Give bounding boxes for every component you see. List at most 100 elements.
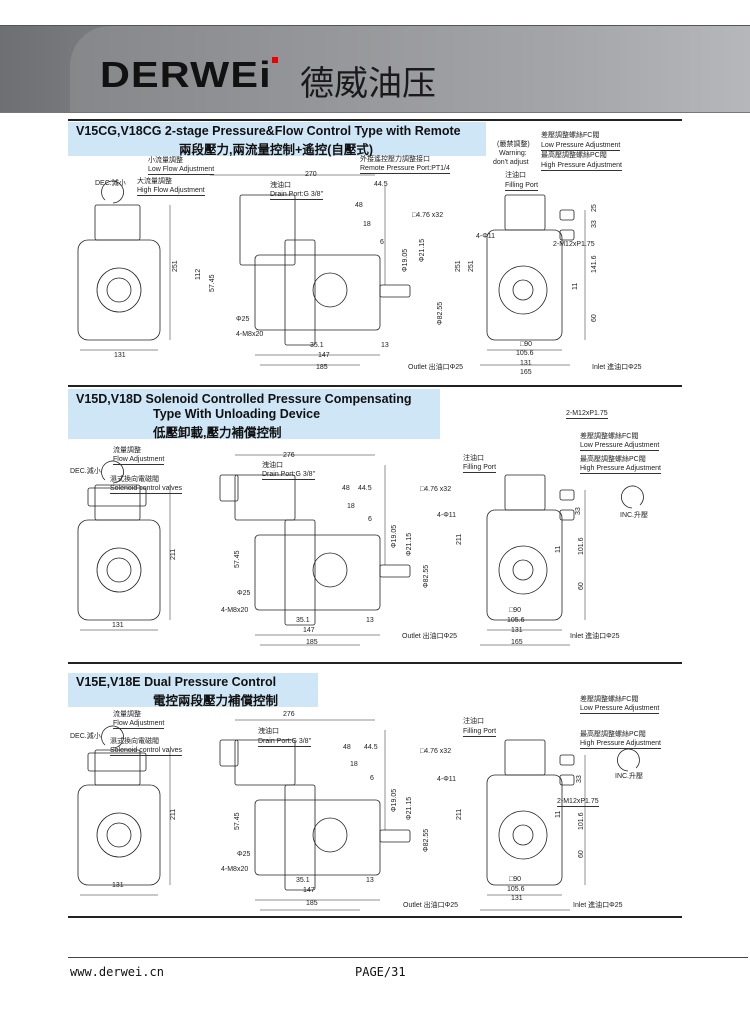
label-d101: 101.6: [578, 537, 585, 555]
label-d211a: 211: [456, 533, 463, 545]
label-flow-zh: 流量調整: [113, 711, 141, 718]
end-view-shaft: [512, 279, 534, 301]
label-flow-en: Flow Adjustment: [113, 456, 165, 465]
side-view-port: [312, 552, 348, 588]
label-d33: 33: [591, 220, 598, 228]
label-d185: 185: [316, 364, 328, 371]
label-phi21: Φ21.15: [406, 796, 413, 820]
label-d147: 147: [318, 352, 330, 359]
label-phi25: Φ25: [236, 316, 250, 323]
section-3-title-zh: 電控兩段壓力補償控制: [153, 694, 279, 708]
label-d276: 276: [283, 711, 295, 718]
side-view-solenoid-coil: [219, 739, 239, 767]
label-d18: 18: [347, 503, 355, 510]
label-highp-en: High Pressure Adjustment: [580, 740, 661, 749]
label-d276: 276: [283, 452, 295, 459]
label-flow-zh: 流量調整: [113, 447, 141, 454]
label-holes: 4-Φ11: [476, 233, 496, 240]
label-d25: 25: [591, 204, 598, 212]
label-sq90: □90: [509, 876, 522, 883]
side-view-valve-stack: [234, 474, 296, 521]
label-fill-en: Filling Port: [463, 464, 497, 473]
label-sq90: □90: [509, 607, 522, 614]
end-view-filling-block: [504, 194, 546, 231]
label-d131b: 131: [511, 627, 523, 634]
brand-logo-accent: [272, 57, 278, 63]
front-view-valve-block: [94, 749, 141, 786]
footer-website[interactable]: www.derwei.cn: [70, 965, 164, 979]
label-phi21: Φ21.15: [419, 238, 426, 262]
side-view-port: [312, 272, 348, 308]
label-highp-zh: 最高壓調整螺絲PC閥: [541, 152, 607, 159]
end-view-filling-block: [504, 474, 546, 511]
label-sol-zh: 濕式換向電磁閥: [110, 476, 159, 483]
front-view-valve-block: [94, 204, 141, 241]
label-bolt: 4-M8x20: [221, 607, 249, 614]
label-inlet: Inlet 進油口Φ25: [592, 364, 642, 371]
label-lowp-zh: 差壓調整螺絲FC閥: [580, 433, 639, 440]
end-view-adjust-screw: [559, 229, 575, 241]
section-divider: [68, 385, 682, 387]
front-view-shaft-hole: [106, 822, 132, 848]
section-2-title-zh: 低壓卸載,壓力補償控制: [153, 426, 282, 440]
footer-page-number: PAGE/31: [355, 965, 406, 979]
label-d13: 13: [381, 342, 389, 349]
end-view-adjust-screw: [559, 754, 575, 766]
label-d141: 141.6: [591, 255, 598, 273]
side-view-flange: [284, 239, 316, 346]
front-view-port: [96, 547, 142, 593]
label-lowp-en: Low Pressure Adjustment: [580, 442, 660, 451]
label-d13: 13: [366, 877, 374, 884]
label-holes: 4-Φ11: [437, 512, 457, 519]
label-drain-en: Drain Port:G 3/8": [262, 471, 316, 480]
label-drain-en: Drain Port:G 3/8": [258, 738, 312, 747]
label-d165: 165: [511, 639, 523, 646]
label-outlet: Outlet 出油口Φ25: [403, 902, 458, 909]
side-view-body: [254, 799, 381, 876]
label-inlet: Inlet 進油口Φ25: [573, 902, 623, 909]
label-d11: 11: [572, 282, 579, 290]
front-view-body: [77, 784, 161, 886]
side-view-body: [254, 534, 381, 611]
front-view-body: [77, 519, 161, 621]
label-lowp-en: Low Pressure Adjustment: [580, 705, 660, 714]
front-view-solenoid: [87, 752, 147, 772]
front-view-port: [96, 812, 142, 858]
label-d251c: 251: [468, 260, 475, 272]
side-view-valve-stack: [234, 739, 296, 786]
label-sol-en: Solenoid control valves: [110, 747, 182, 756]
label-d211b: 211: [170, 548, 177, 560]
label-d112: 112: [195, 268, 202, 280]
rotation-arrow-icon: [101, 725, 124, 749]
label-d60: 60: [591, 314, 598, 322]
label-d105: 105.6: [507, 886, 525, 893]
label-flow-en: Flow Adjustment: [113, 720, 165, 729]
label-d270: 270: [305, 171, 317, 178]
label-d57: 57.45: [234, 550, 241, 568]
label-dec: DEC.減小: [70, 468, 101, 475]
label-d147: 147: [303, 627, 315, 634]
label-drain-zh: 洩油口: [270, 182, 291, 189]
label-bolt: 4-M8x20: [221, 866, 249, 873]
label-warn-zh: (嚴禁調整): [497, 141, 530, 148]
label-phi19: Φ19.05: [402, 248, 409, 272]
label-sol-en: Solenoid control valves: [110, 485, 182, 494]
label-fill-en: Filling Port: [505, 182, 539, 191]
section-2-title-en-2: Type With Unloading Device: [153, 407, 321, 421]
label-d48: 48: [342, 485, 350, 492]
front-view-body: [77, 239, 161, 341]
banner-swoosh: [70, 26, 750, 112]
label-high-flow-en: High Flow Adjustment: [137, 187, 205, 196]
label-d18: 18: [363, 221, 371, 228]
label-d48: 48: [343, 744, 351, 751]
end-view-shaft: [512, 559, 534, 581]
label-drain-zh: 洩油口: [258, 728, 279, 735]
section-1-header: V15CG,V18CG 2-stage Pressure&Flow Contro…: [68, 122, 486, 157]
label-lowp-en: Low Pressure Adjustment: [541, 142, 621, 151]
front-view-shaft-hole: [106, 277, 132, 303]
label-d105: 105.6: [507, 617, 525, 624]
label-d6: 6: [368, 516, 372, 523]
label-d35: 35.1: [296, 877, 310, 884]
label-phi19: Φ19.05: [391, 524, 398, 548]
